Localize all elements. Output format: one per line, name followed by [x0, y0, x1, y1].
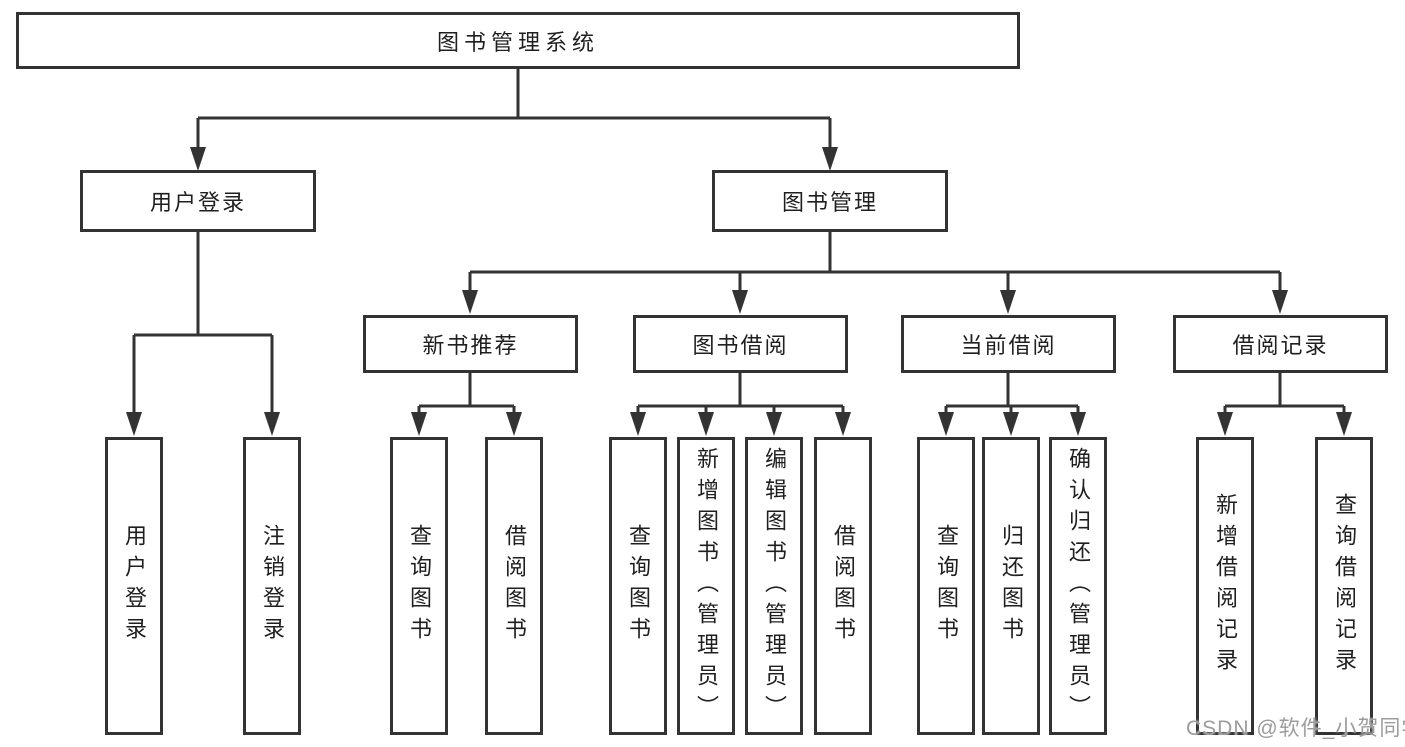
node-new-book-recommendation: 新书推荐 [363, 315, 578, 373]
connector-arrowhead [506, 412, 522, 436]
node-label: 确认归还（管理员） [1066, 446, 1091, 726]
connector-arrowhead [411, 412, 427, 436]
node-label: 新书推荐 [422, 333, 519, 358]
connector-arrowhead [835, 412, 851, 436]
node-label: 查询借阅记录 [1332, 493, 1357, 679]
node-label: 用户登录 [149, 190, 246, 215]
connector-arrowhead [938, 412, 954, 436]
node-label: 新增图书（管理员） [694, 446, 719, 726]
node-label: 图书管理系统 [436, 29, 599, 55]
node-label: 归还图书 [999, 524, 1024, 648]
leaf-user-login: 用户登录 [105, 437, 163, 735]
leaf-return-books: 归还图书 [982, 437, 1040, 735]
connector-arrowhead [126, 412, 142, 436]
node-label: 新增借阅记录 [1213, 493, 1238, 679]
leaf-logout: 注销登录 [243, 437, 301, 735]
node-label: 借阅图书 [502, 524, 527, 648]
leaf-borrow-books-1: 借阅图书 [485, 437, 543, 735]
node-label: 当前借阅 [960, 333, 1057, 358]
node-book-management: 图书管理 [712, 170, 948, 232]
connector-path [1223, 373, 1346, 431]
connector-arrowhead [462, 290, 478, 314]
node-label: 查询图书 [626, 524, 651, 648]
node-label: 图书管理 [781, 190, 878, 215]
connector-path [636, 373, 845, 431]
connector-path [944, 373, 1080, 431]
connector-arrowhead [1070, 412, 1086, 436]
node-label: 用户登录 [122, 524, 147, 648]
connector-arrowhead [732, 290, 748, 314]
node-label: 图书借阅 [692, 333, 789, 358]
connector-arrowhead [1000, 290, 1016, 314]
leaf-query-borrow-record: 查询借阅记录 [1315, 437, 1373, 735]
connector-arrowhead [1003, 412, 1019, 436]
leaf-add-borrow-record: 新增借阅记录 [1196, 437, 1254, 735]
leaf-query-books-1: 查询图书 [390, 437, 448, 735]
node-root: 图书管理系统 [16, 12, 1020, 69]
node-current-borrowing: 当前借阅 [901, 315, 1116, 373]
leaf-confirm-return-admin: 确认归还（管理员） [1049, 437, 1107, 735]
connector-path [132, 232, 274, 431]
node-label: 注销登录 [260, 524, 285, 648]
connector-arrowhead [822, 147, 838, 171]
connector-arrowhead [698, 412, 714, 436]
watermark: CSDN @软件_小贺同学 [1186, 717, 1405, 740]
leaf-edit-books-admin: 编辑图书（管理员） [745, 437, 803, 735]
leaf-add-books-admin: 新增图书（管理员） [677, 437, 735, 735]
connector-arrowhead [1336, 412, 1352, 436]
connector-arrowhead [1217, 412, 1233, 436]
node-borrowing-records: 借阅记录 [1173, 315, 1388, 373]
node-label: 编辑图书（管理员） [762, 446, 787, 726]
node-label: 借阅记录 [1232, 333, 1329, 358]
connector-path [196, 69, 832, 166]
connector-path [468, 232, 1282, 309]
node-book-borrowing: 图书借阅 [633, 315, 848, 373]
connector-arrowhead [264, 412, 280, 436]
node-label: 借阅图书 [831, 524, 856, 648]
node-label: 查询图书 [407, 524, 432, 648]
connector-arrowhead [630, 412, 646, 436]
node-label: 查询图书 [934, 524, 959, 648]
connector-arrowhead [1272, 290, 1288, 314]
leaf-query-books-3: 查询图书 [917, 437, 975, 735]
connector-arrowhead [190, 147, 206, 171]
leaf-query-books-2: 查询图书 [609, 437, 667, 735]
leaf-borrow-books-2: 借阅图书 [814, 437, 872, 735]
connector-arrowhead [766, 412, 782, 436]
node-user-login: 用户登录 [80, 170, 316, 232]
connector-path [417, 373, 516, 431]
